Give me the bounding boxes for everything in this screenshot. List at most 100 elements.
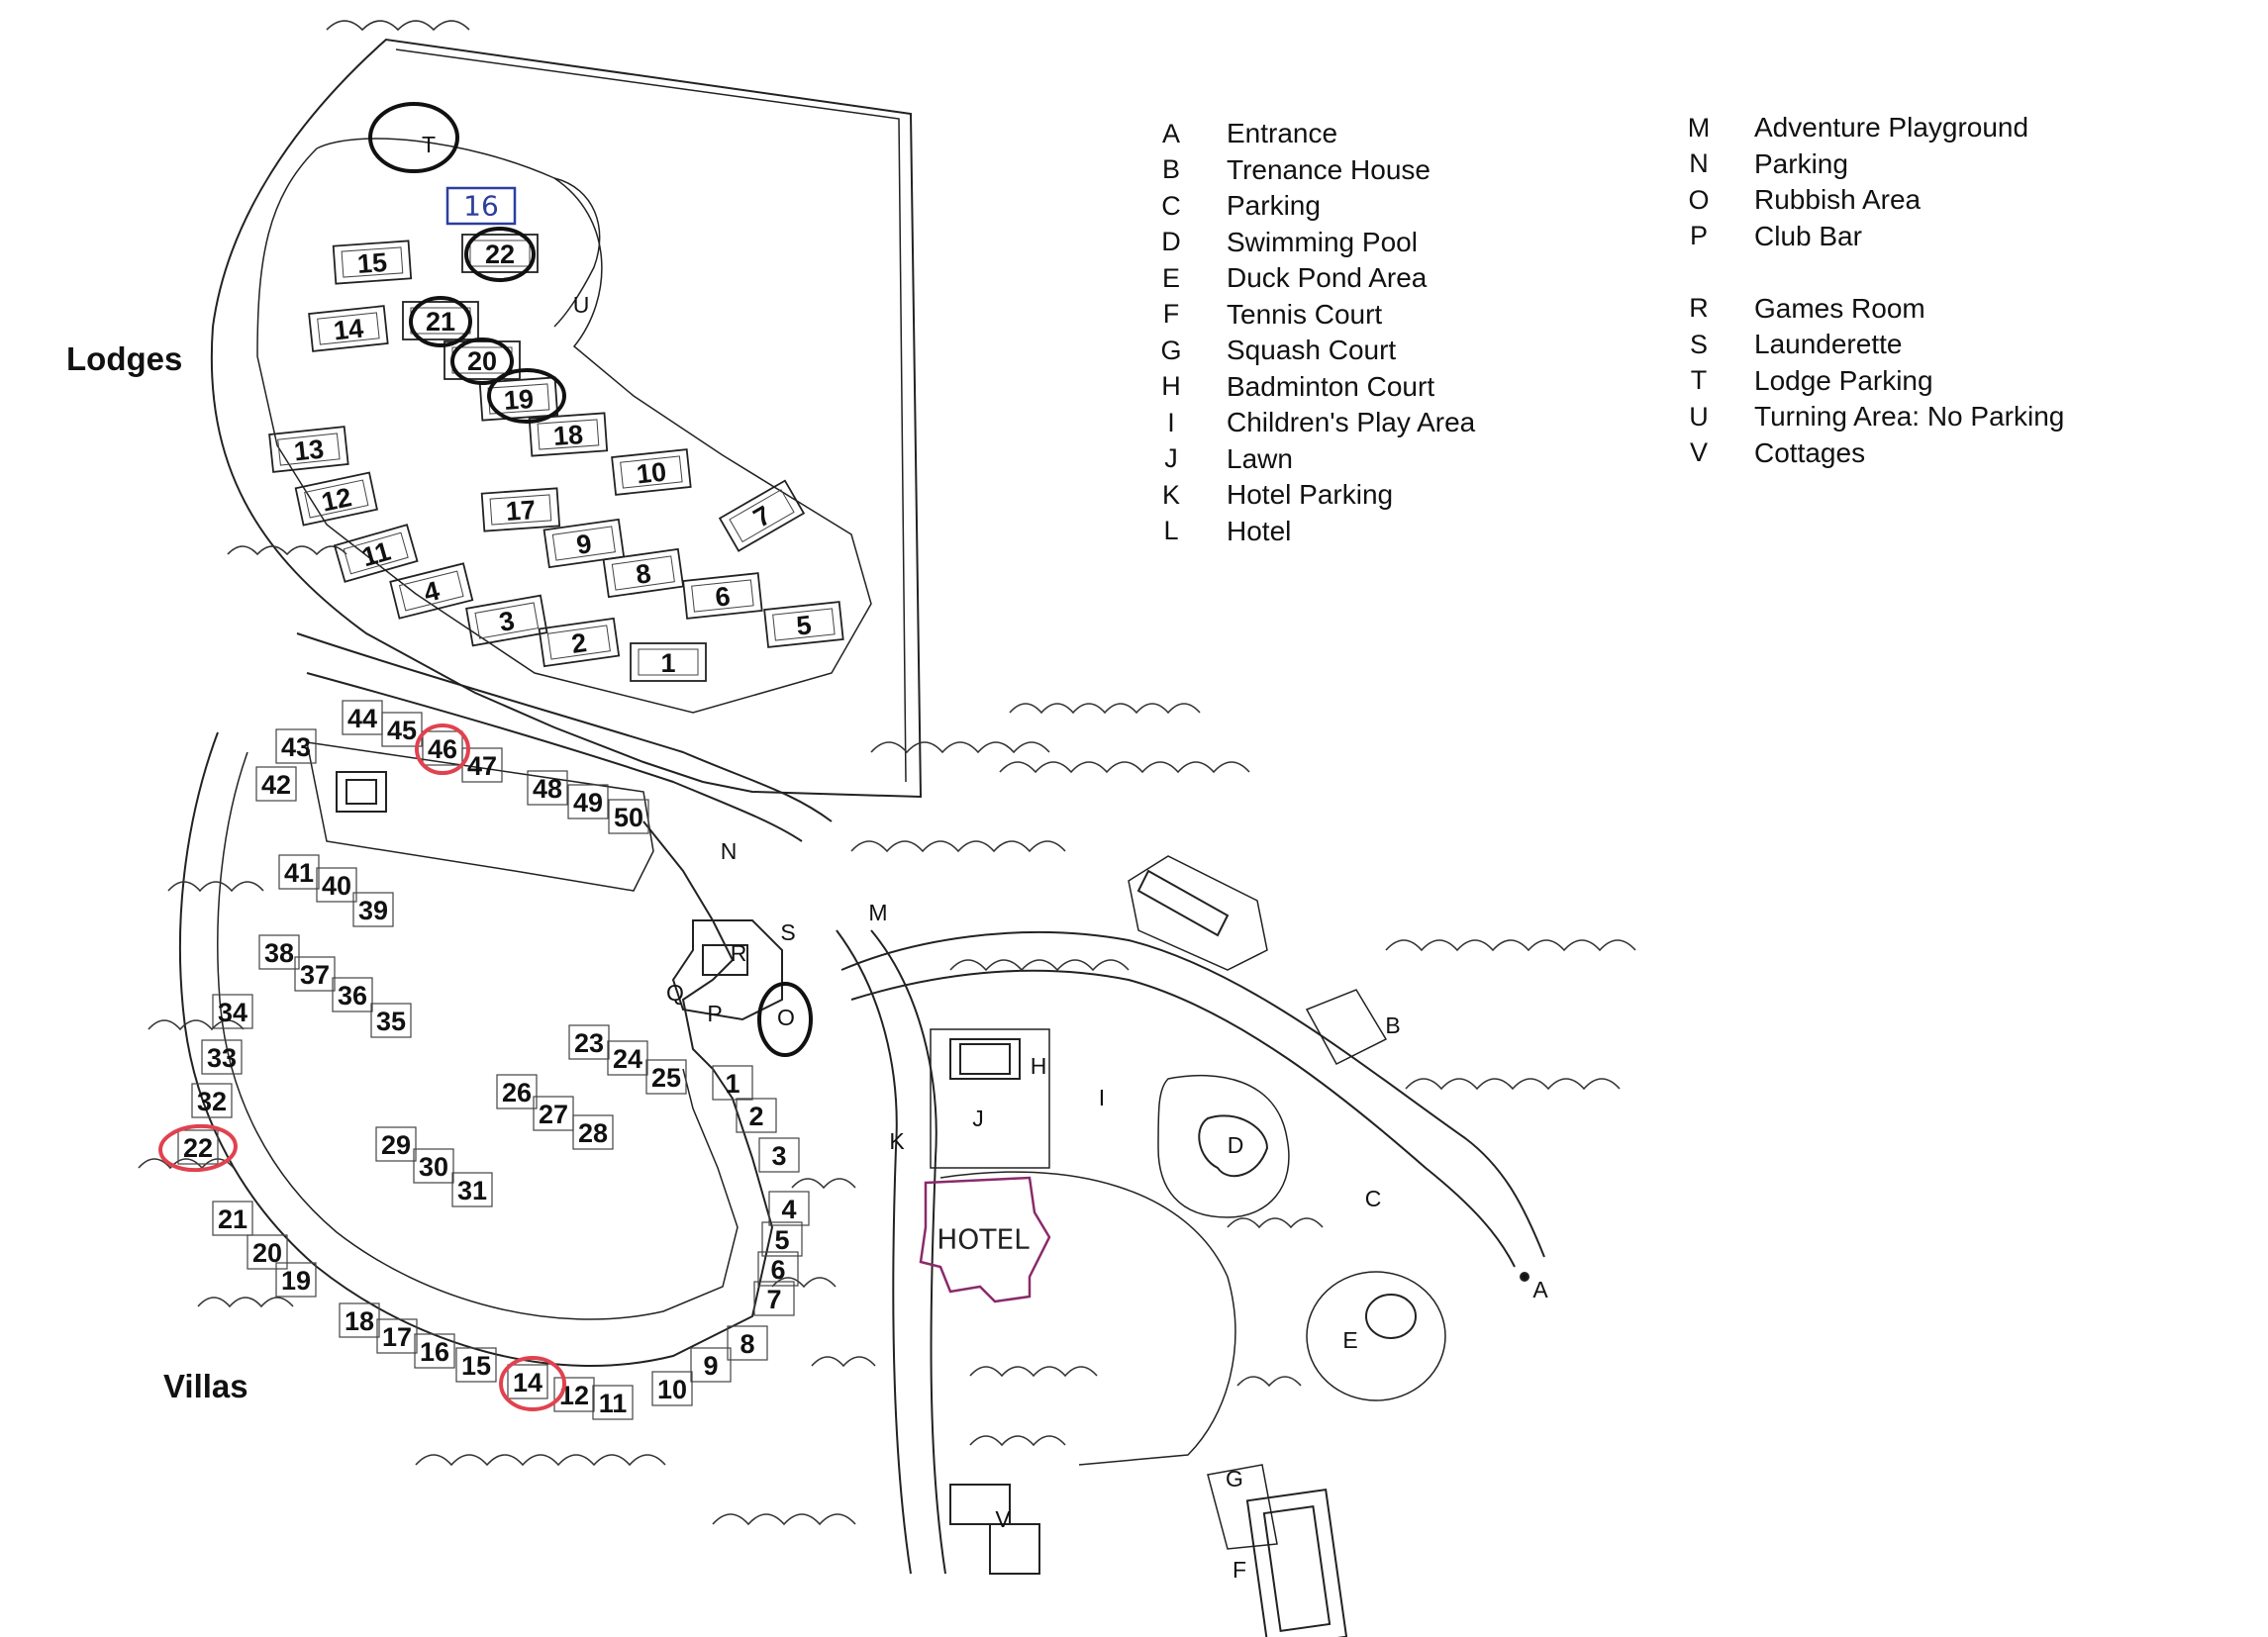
villa-number: 27	[539, 1100, 568, 1129]
villa-37: 37	[294, 956, 336, 992]
villa-number: 1	[725, 1069, 740, 1099]
villa-2: 2	[736, 1098, 777, 1133]
black-circle-lodge-22	[464, 227, 536, 282]
lodge-number: 4	[421, 576, 443, 609]
red-circle-villa-22	[158, 1123, 238, 1173]
villa-21: 21	[212, 1201, 253, 1236]
legend-key: V	[1689, 437, 1708, 468]
legend-label: Adventure Playground	[1754, 112, 2029, 144]
legend-label: Club Bar	[1754, 220, 1862, 251]
villa-number: 4	[781, 1195, 796, 1224]
villa-28: 28	[572, 1114, 614, 1150]
lodges-boundary	[210, 38, 923, 799]
lodge-number: 10	[635, 457, 667, 490]
lodge-22: 22	[461, 234, 539, 273]
villa-8: 8	[727, 1325, 768, 1361]
tree-clusters	[138, 20, 1636, 1526]
area-letter-O: O	[777, 1005, 795, 1030]
legend-label: Turning Area: No Parking	[1754, 401, 2065, 433]
legend-label: Badminton Court	[1227, 370, 1435, 402]
red-circle-villa-46	[415, 723, 470, 775]
area-letter-T: T	[422, 132, 436, 157]
villa-number: 5	[774, 1225, 789, 1255]
legend-key: J	[1164, 443, 1178, 474]
villa-16: 16	[414, 1333, 455, 1369]
villas-section-label: Villas	[163, 1368, 248, 1404]
villa-number: 9	[703, 1351, 718, 1381]
area-letter-V: V	[995, 1506, 1011, 1532]
lodge-number: 3	[497, 606, 517, 637]
lodge-number: 8	[634, 558, 652, 590]
lodge-number: 21	[426, 307, 455, 337]
black-circle-rubbish-area	[757, 982, 813, 1057]
lodge-17: 17	[480, 487, 561, 532]
legend-label: Hotel	[1227, 515, 1292, 546]
villa-46: 46	[422, 730, 463, 766]
legend-label: Parking	[1227, 190, 1321, 222]
legend-key: N	[1689, 148, 1709, 179]
villa-number: 2	[748, 1102, 763, 1131]
area-letter-B: B	[1385, 1012, 1400, 1038]
legend-key: A	[1161, 118, 1180, 148]
legend-key: F	[1162, 299, 1180, 330]
villa-number: 42	[261, 770, 291, 800]
legend-key: D	[1161, 227, 1181, 257]
legend-label: Games Room	[1754, 292, 1925, 324]
villa-17: 17	[376, 1318, 418, 1354]
lodge-1: 1	[630, 642, 707, 682]
legend-left-row: D Swimming Pool	[1122, 225, 1475, 261]
villa-42: 42	[255, 766, 297, 802]
villa-29: 29	[375, 1126, 417, 1162]
villa-number: 6	[770, 1255, 785, 1285]
villa-number: 18	[345, 1306, 374, 1336]
villa-number: 39	[358, 896, 388, 925]
villa-number: 33	[207, 1043, 237, 1073]
villa-23: 23	[568, 1024, 610, 1060]
legend-key: T	[1690, 365, 1708, 396]
villa-36: 36	[332, 977, 373, 1012]
lodge-number: 22	[485, 240, 515, 269]
legend-label: Swimming Pool	[1227, 226, 1418, 257]
handwritten-lodge-note: 16	[445, 186, 517, 226]
villa-number: 40	[322, 871, 351, 901]
villa-1: 1	[712, 1065, 753, 1101]
villa-22: 22	[177, 1129, 219, 1165]
legend-label: Lodge Parking	[1754, 364, 1933, 396]
area-letter-Q: Q	[666, 980, 684, 1006]
lodge-number: 17	[505, 495, 537, 527]
lodge-18: 18	[528, 412, 609, 457]
legend-label: Entrance	[1227, 118, 1338, 149]
lodge-number: 14	[332, 314, 364, 346]
villa-number: 49	[573, 788, 603, 818]
villa-4: 4	[768, 1191, 810, 1226]
villa-3: 3	[758, 1137, 800, 1173]
villa-27: 27	[533, 1096, 574, 1131]
lodge-number: 15	[356, 247, 388, 279]
area-letter-G: G	[1226, 1466, 1243, 1492]
villa-30: 30	[413, 1148, 454, 1184]
villa-44: 44	[342, 700, 383, 735]
villa-number: 21	[218, 1204, 247, 1234]
villa-number: 36	[338, 981, 367, 1011]
villa-50: 50	[608, 799, 649, 834]
villa-number: 8	[740, 1329, 754, 1359]
villa-number: 14	[513, 1368, 542, 1397]
villa-number: 29	[381, 1130, 411, 1160]
black-circle-lodge-21	[409, 296, 472, 347]
legend-key: G	[1160, 335, 1182, 365]
lodge-2: 2	[538, 617, 621, 668]
legend-left-row: A Entrance	[1122, 116, 1475, 152]
villa-number: 48	[533, 774, 562, 804]
villa-number: 16	[420, 1337, 449, 1367]
villa-32: 32	[191, 1083, 233, 1118]
villa-41: 41	[278, 854, 320, 890]
villa-20: 20	[247, 1234, 288, 1270]
